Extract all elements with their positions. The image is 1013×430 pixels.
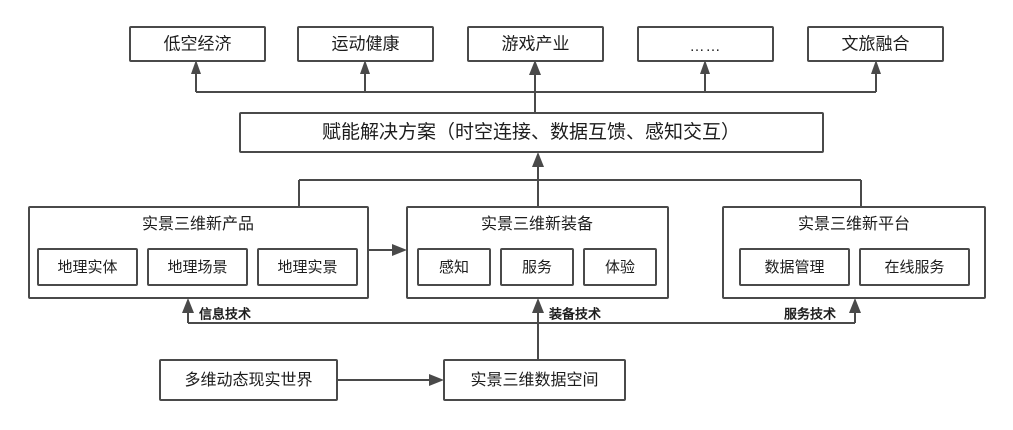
capability-group-platform[interactable]: 实景三维新平台 数据管理 在线服务 xyxy=(722,206,986,299)
foundation-box-real-world-rect[interactable] xyxy=(159,359,338,401)
capability-item-geo-scene[interactable]: 地理场景 xyxy=(147,248,248,286)
capability-item-data-management-label: 数据管理 xyxy=(764,259,824,276)
application-box-2[interactable]: 运动健康 xyxy=(297,26,434,62)
application-box-2-label: 运动健康 xyxy=(332,34,400,53)
capability-item-geo-scene-rect[interactable] xyxy=(147,248,248,286)
arrowhead-app-5 xyxy=(871,60,881,74)
capability-item-perception-label: 感知 xyxy=(439,259,469,276)
foundation-box-data-space-rect[interactable] xyxy=(443,359,626,401)
connector-group-capabilities-to-solution xyxy=(298,152,862,207)
connector-product-to-equipment xyxy=(368,244,407,256)
connector-group-foundation-to-capabilities xyxy=(182,298,861,360)
arrowhead-tech-3 xyxy=(849,298,861,313)
capability-item-geo-reality[interactable]: 地理实景 xyxy=(257,248,358,286)
connector-group-solution-to-applications xyxy=(191,60,881,113)
solution-bar-rect[interactable] xyxy=(239,112,824,153)
connector-realworld-to-dataspace xyxy=(337,374,444,386)
capability-item-geo-reality-label: 地理实景 xyxy=(277,259,337,276)
capability-item-service-label: 服务 xyxy=(522,259,552,276)
foundation-box-data-space[interactable]: 实景三维数据空间 xyxy=(443,359,626,401)
capability-item-perception-rect[interactable] xyxy=(417,248,491,286)
solution-bar[interactable]: 赋能解决方案（时空连接、数据互馈、感知交互） xyxy=(239,112,824,153)
capability-item-geo-entity-label: 地理实体 xyxy=(57,259,117,276)
application-box-5-rect[interactable] xyxy=(807,26,944,62)
technology-label-information: 信息技术 xyxy=(199,306,251,321)
application-box-5[interactable]: 文旅融合 xyxy=(807,26,944,62)
arrowhead-app-3 xyxy=(529,60,541,75)
capability-item-experience-rect[interactable] xyxy=(583,248,657,286)
application-box-4[interactable]: …… xyxy=(637,26,774,62)
arrowhead-solution-in xyxy=(532,152,544,167)
foundation-row: 多维动态现实世界 实景三维数据空间 xyxy=(159,359,626,401)
capability-item-experience-label: 体验 xyxy=(605,259,635,276)
capability-item-geo-reality-rect[interactable] xyxy=(257,248,358,286)
application-box-3[interactable]: 游戏产业 xyxy=(467,26,604,62)
foundation-box-data-space-label: 实景三维数据空间 xyxy=(470,371,598,389)
arrowhead-product-equipment xyxy=(392,244,407,256)
capability-item-service-rect[interactable] xyxy=(500,248,574,286)
capability-item-geo-entity[interactable]: 地理实体 xyxy=(37,248,138,286)
capability-item-geo-scene-label: 地理场景 xyxy=(167,259,227,276)
capability-group-equipment[interactable]: 实景三维新装备 感知 服务 体验 xyxy=(406,206,669,299)
arrowhead-app-4 xyxy=(700,60,710,74)
capability-item-geo-entity-rect[interactable] xyxy=(37,248,138,286)
capability-item-data-management[interactable]: 数据管理 xyxy=(739,248,850,286)
arrowhead-realworld-dataspace xyxy=(429,374,444,386)
capability-item-online-service[interactable]: 在线服务 xyxy=(859,248,970,286)
technology-labels: 信息技术 装备技术 服务技术 xyxy=(199,306,836,321)
arrowhead-app-2 xyxy=(360,60,370,74)
capability-item-service[interactable]: 服务 xyxy=(500,248,574,286)
foundation-box-real-world-label: 多维动态现实世界 xyxy=(184,371,312,389)
arrowhead-tech-2 xyxy=(532,298,544,313)
application-box-1[interactable]: 低空经济 xyxy=(129,26,266,62)
application-box-2-rect[interactable] xyxy=(297,26,434,62)
application-box-4-label: …… xyxy=(690,38,722,55)
technology-label-equipment: 装备技术 xyxy=(548,306,601,321)
application-row: 低空经济 运动健康 游戏产业 …… 文旅融合 xyxy=(129,26,944,62)
application-box-1-rect[interactable] xyxy=(129,26,266,62)
application-box-3-rect[interactable] xyxy=(467,26,604,62)
capability-item-online-service-rect[interactable] xyxy=(859,248,970,286)
capability-group-platform-title: 实景三维新平台 xyxy=(798,215,910,233)
technology-label-service: 服务技术 xyxy=(784,306,836,321)
application-box-3-label: 游戏产业 xyxy=(502,34,570,53)
capability-item-online-service-label: 在线服务 xyxy=(884,259,944,276)
application-box-1-label: 低空经济 xyxy=(164,34,232,53)
capability-item-experience[interactable]: 体验 xyxy=(583,248,657,286)
capability-group-equipment-title: 实景三维新装备 xyxy=(481,215,593,233)
arrowhead-tech-1 xyxy=(182,298,194,313)
foundation-box-real-world[interactable]: 多维动态现实世界 xyxy=(159,359,338,401)
capability-item-perception[interactable]: 感知 xyxy=(417,248,491,286)
solution-bar-label: 赋能解决方案（时空连接、数据互馈、感知交互） xyxy=(322,121,740,143)
capability-item-data-management-rect[interactable] xyxy=(739,248,850,286)
arrowhead-app-1 xyxy=(191,60,201,74)
application-box-5-label: 文旅融合 xyxy=(842,34,910,53)
capability-group-products-title: 实景三维新产品 xyxy=(142,215,254,233)
capability-group-products[interactable]: 实景三维新产品 地理实体 地理场景 地理实景 xyxy=(28,206,369,299)
application-box-4-rect[interactable] xyxy=(637,26,774,62)
